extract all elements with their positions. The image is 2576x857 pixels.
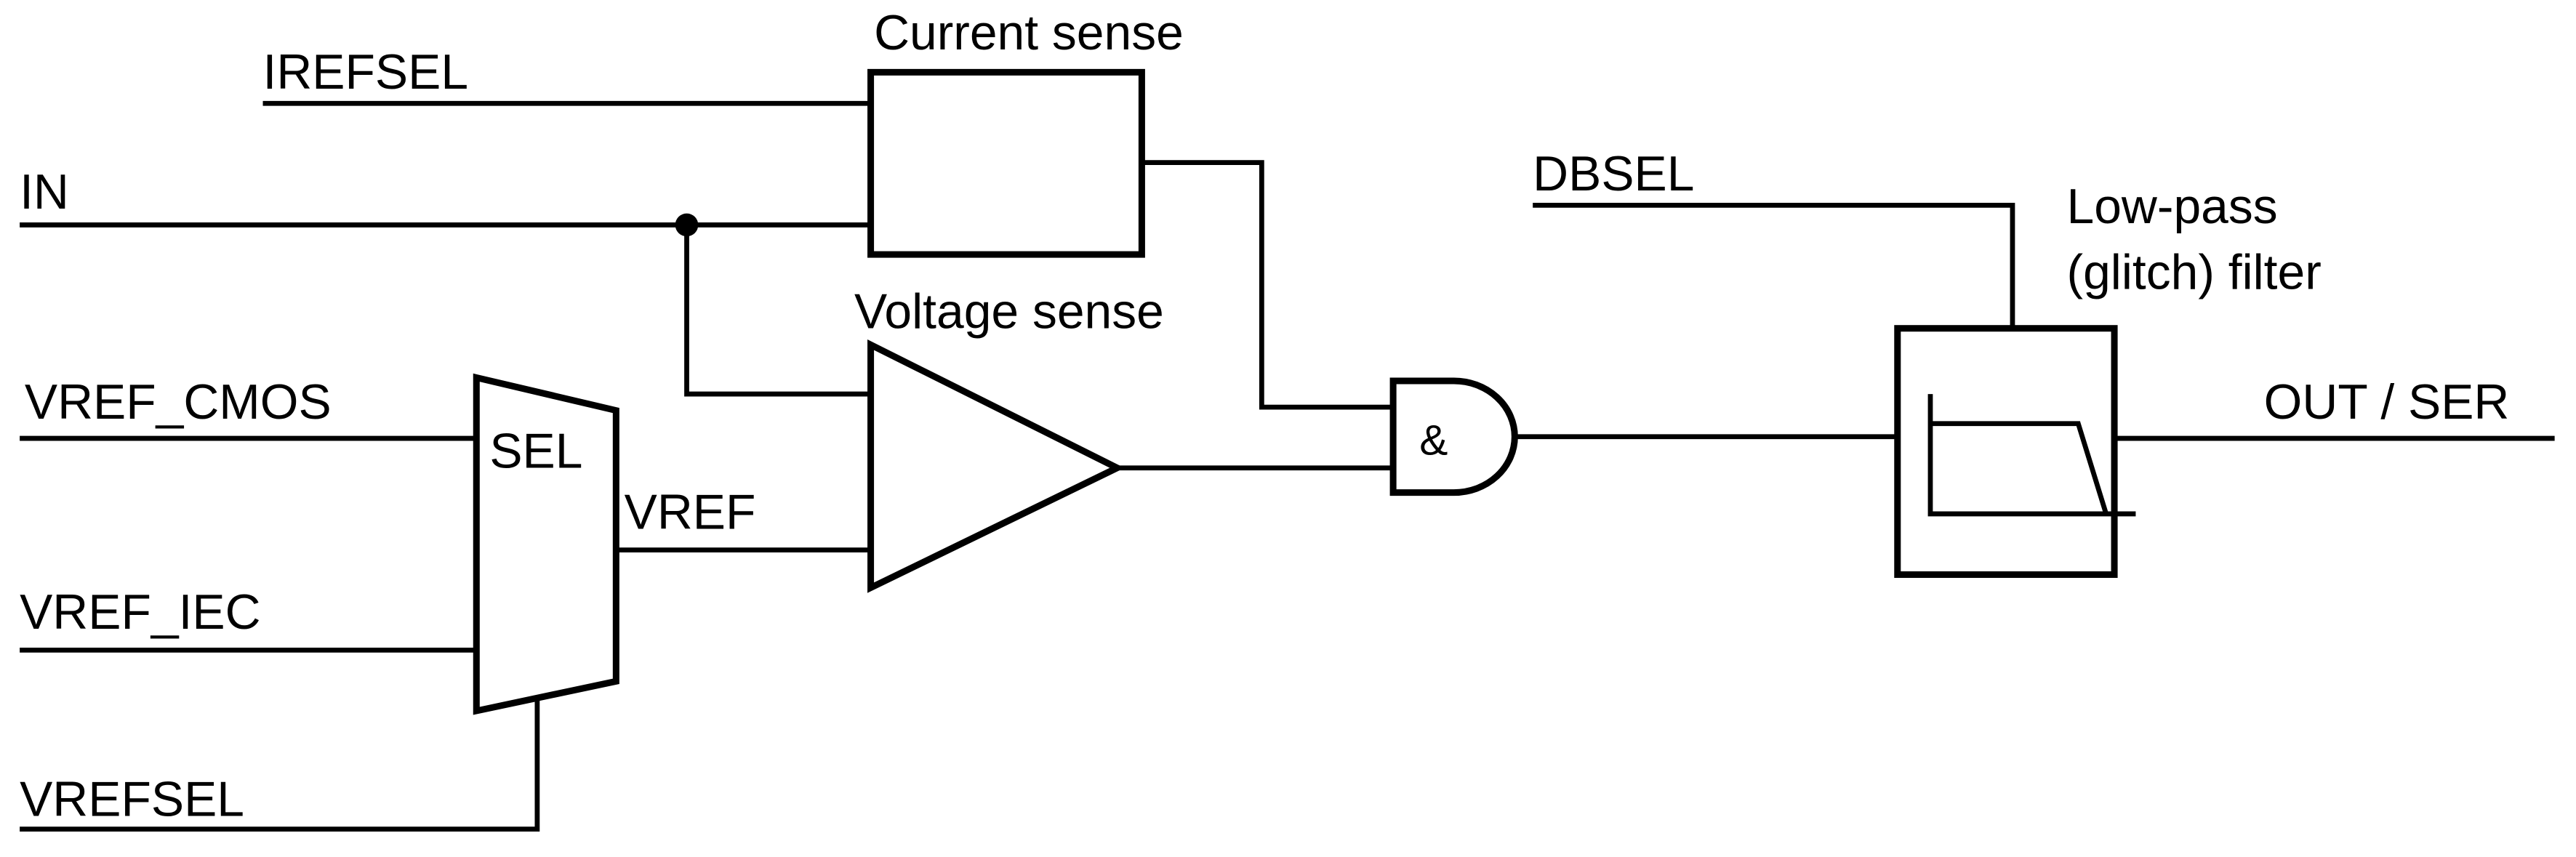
filter-label-line2: (glitch) filter — [2067, 246, 2322, 300]
in-to-voltage-sense-wire — [684, 225, 871, 397]
current-sense-block — [867, 68, 1145, 258]
irefsel-label: IREFSEL — [263, 45, 469, 100]
current-sense-label: Current sense — [874, 6, 1184, 60]
dbsel-label: DBSEL — [1533, 147, 1694, 201]
low-pass-filter-block — [1894, 325, 2118, 579]
vref-iec-label: VREF_IEC — [20, 585, 260, 640]
low-pass-response-curve — [1930, 421, 2109, 515]
mux-sel-label: SEL — [489, 425, 582, 479]
vrefsel-label: VREFSEL — [20, 773, 244, 827]
vref-mux — [473, 373, 619, 715]
current-sense-output-wire — [1141, 160, 1394, 410]
vref-cmos-label: VREF_CMOS — [25, 375, 332, 430]
filter-label-line1: Low-pass — [2067, 180, 2278, 234]
dbsel-wire — [1533, 202, 2015, 329]
in-label: IN — [20, 165, 69, 220]
voltage-sense-comparator — [867, 339, 1125, 593]
and-symbol-label: & — [1419, 417, 1448, 464]
and-gate — [1389, 377, 1518, 496]
voltage-sense-label: Voltage sense — [854, 285, 1164, 339]
out-ser-label: OUT / SER — [2264, 375, 2510, 430]
vref-label: VREF — [625, 485, 756, 539]
low-pass-response-icon — [1927, 394, 2136, 517]
vrefsel-wire — [20, 696, 540, 832]
